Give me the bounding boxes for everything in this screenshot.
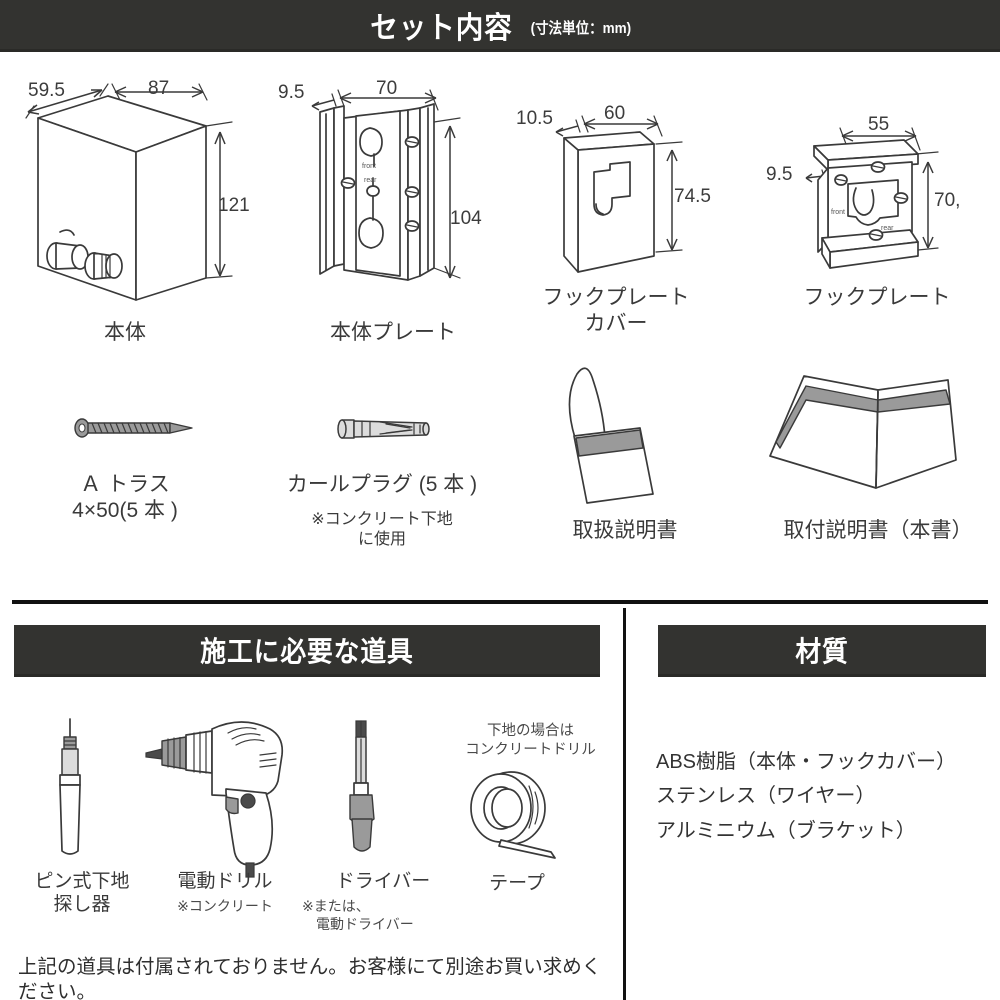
- hook-plate-dim-depth: 9.5: [766, 164, 793, 185]
- body-label: 本体: [104, 321, 146, 344]
- tool-screwdriver: ドライバー ※または、 電動ドライバー: [302, 715, 460, 932]
- item-curl-plug: カールプラグ (5 本 ) ※コンクリート下地 に使用: [262, 400, 512, 548]
- materials-list: ABS樹脂（本体・フックカバー） ステンレス（ワイヤー） アルミニウム（ブラケッ…: [656, 745, 996, 848]
- a-truss-screw-figure: [20, 400, 250, 460]
- body-dim-height: 121: [218, 195, 250, 216]
- tools-section-title: 施工に必要な道具: [200, 635, 414, 667]
- body-plate-dim-height: 104: [450, 208, 482, 229]
- hook-cover-dim-depth: 10.5: [516, 108, 553, 129]
- hook-plate-dim-width: 55: [868, 114, 890, 135]
- hook-plate-label: フックプレート: [803, 286, 951, 309]
- tape-illustration: [470, 771, 556, 859]
- materials-section-header-bar: 材質: [658, 625, 986, 677]
- installation-manual-illustration: [769, 375, 957, 489]
- hook-plate-illustration: front rear: [805, 127, 939, 269]
- screwdriver-note: ※または、 電動ドライバー: [302, 898, 414, 933]
- item-hook-plate-cover: 10.5 60 74.5 フックプレート カバー: [516, 100, 756, 335]
- concrete-drill-note: 下地の場合は コンクリートドリル: [465, 723, 596, 758]
- electric-drill-note: ※コンクリート: [177, 898, 273, 914]
- hook-plate-cover-figure: [516, 100, 756, 320]
- material-line-2: ステンレス（ワイヤー）: [656, 785, 876, 808]
- body-plate-rear-text: rear: [364, 177, 377, 184]
- page-title: セット内容: [369, 11, 513, 45]
- materials-section-title: 材質: [795, 635, 849, 667]
- item-hook-plate: front rear 55 9.5 70, フックプレート: [766, 110, 1000, 320]
- body-dim-depth: 59.5: [28, 80, 65, 101]
- body-plate-illustration: front rear: [311, 89, 461, 281]
- instruction-tag-figure: [530, 360, 740, 510]
- material-line-1: ABS樹脂（本体・フックカバー）: [656, 751, 957, 773]
- body-figure: [20, 70, 260, 310]
- tools-footer-note: 上記の道具は付属されておりません。お客様にて別途お買い求めください。: [18, 956, 602, 1000]
- hook-plate-dim-height: 70,: [934, 190, 961, 211]
- curl-plug-illustration: [337, 419, 430, 439]
- body-plate-front-text: front: [362, 163, 376, 170]
- electric-drill-illustration: [145, 721, 284, 878]
- installation-manual-label: 取付説明書（本書）: [783, 519, 973, 542]
- body-dim-width: 87: [148, 78, 170, 99]
- installation-manual-figure: [760, 360, 1000, 510]
- section-divider-vertical: [623, 608, 626, 1000]
- page-header-bar: セット内容 (寸法単位：mm): [0, 0, 1000, 52]
- item-installation-manual: 取付説明書（本書）: [760, 360, 1000, 542]
- a-truss-screw-illustration: [74, 418, 193, 438]
- pin-stud-finder-label: ピン式下地 探し器: [34, 871, 130, 916]
- hook-cover-dim-height: 74.5: [674, 186, 711, 207]
- instruction-tag-illustration: [568, 367, 654, 504]
- body-plate-label: 本体プレート: [330, 321, 456, 344]
- electric-drill-label: 電動ドリル: [177, 871, 273, 892]
- hook-cover-label: フックプレート カバー: [542, 286, 690, 335]
- item-body-plate: front rear 9.5 70 104 本体プレート: [278, 70, 518, 344]
- curl-plug-note: ※コンクリート下地 に使用: [311, 511, 453, 548]
- hook-plate-front-text: front: [831, 209, 845, 216]
- body-plate-figure: front rear: [278, 70, 518, 310]
- screwdriver-illustration: [349, 720, 375, 852]
- tool-tape: テープ: [455, 760, 585, 894]
- hook-plate-figure: front rear: [766, 110, 1000, 320]
- body-plate-dim-width: 70: [376, 78, 398, 99]
- screwdriver-label: ドライバー: [335, 871, 431, 892]
- curl-plug-label: カールプラグ (5 本 ): [286, 473, 478, 496]
- tool-pin-stud-finder: ピン式下地 探し器: [18, 715, 158, 915]
- pin-stud-finder-illustration: [59, 718, 81, 855]
- instruction-tag-label: 取扱説明書: [572, 519, 678, 542]
- tape-label: テープ: [489, 873, 545, 894]
- item-instruction-tag: 取扱説明書: [530, 360, 740, 542]
- tools-section-header-bar: 施工に必要な道具: [14, 625, 600, 677]
- curl-plug-figure: [262, 400, 512, 460]
- hook-cover-dim-width: 60: [604, 103, 626, 124]
- tool-electric-drill: 電動ドリル ※コンクリート: [140, 715, 320, 914]
- hook-plate-cover-illustration: [555, 115, 683, 273]
- material-line-3: アルミニウム（ブラケット）: [656, 819, 916, 842]
- page-title-unit-note: (寸法単位：mm): [530, 20, 631, 37]
- item-a-truss-screw: Ａ トラス 4×50(5 本 ): [20, 400, 250, 522]
- item-body: 59.5 87 121 本体: [20, 70, 260, 344]
- hook-plate-rear-text: rear: [881, 225, 894, 232]
- section-divider-horizontal: [12, 600, 988, 604]
- a-truss-screw-label: Ａ トラス 4×50(5 本 ): [72, 473, 178, 522]
- body-illustration: [25, 83, 233, 301]
- body-plate-dim-depth: 9.5: [278, 82, 305, 103]
